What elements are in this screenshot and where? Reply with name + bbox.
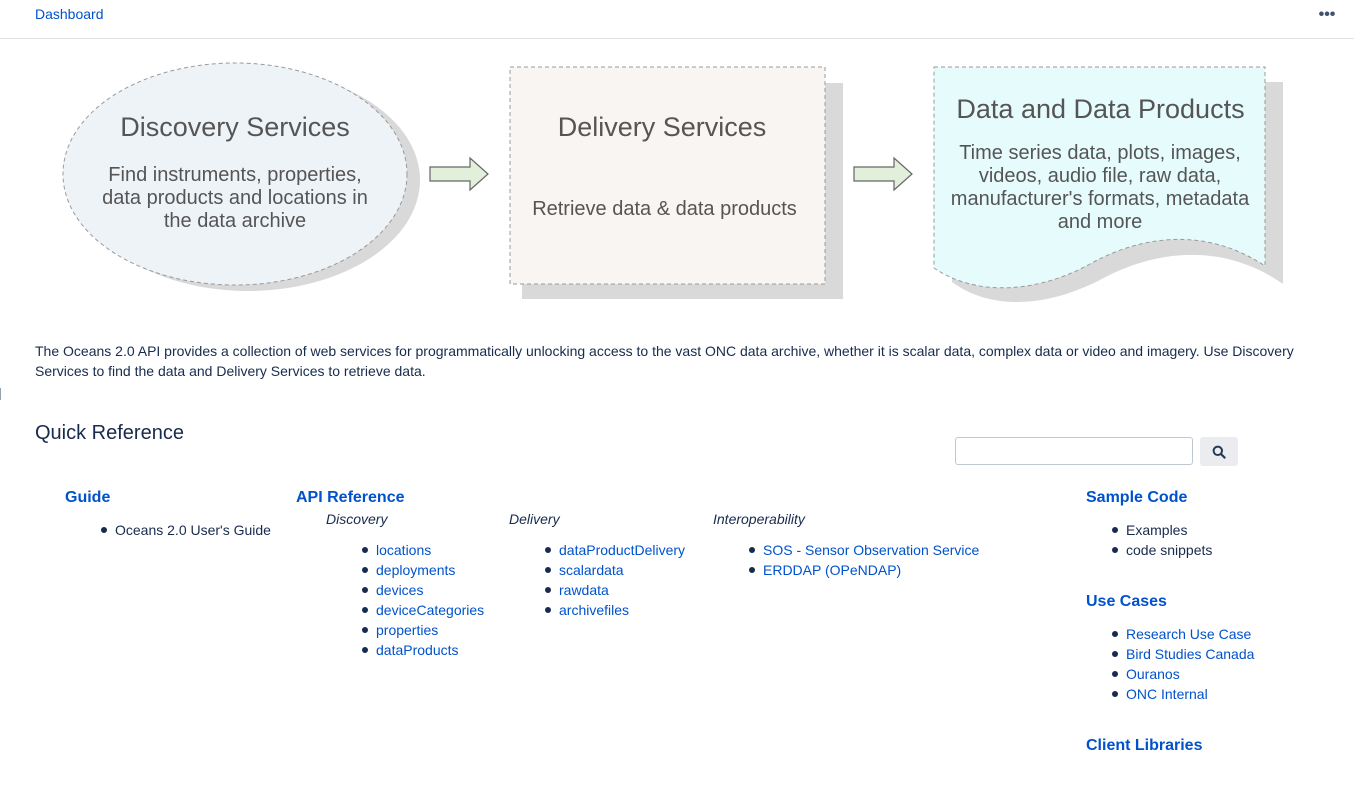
delivery-box [509,66,826,285]
link-ouranos[interactable]: Ouranos [1126,666,1180,682]
discovery-body: Find instruments, properties, data produ… [102,164,368,232]
link-rawdata[interactable]: rawdata [559,582,609,598]
delivery-subheading: Delivery [509,511,560,527]
link-data-product-delivery[interactable]: dataProductDelivery [559,542,686,558]
products-document [933,66,1266,289]
arrow-right-icon [429,156,489,192]
diagram-graphics [62,62,1283,303]
link-onc-internal[interactable]: ONC Internal [1126,686,1208,702]
more-actions-button[interactable]: ••• [1314,2,1340,28]
link-research-use-case[interactable]: Research Use Case [1126,626,1252,642]
guide-heading-link[interactable]: Guide [65,489,111,506]
link-sos[interactable]: SOS - Sensor Observation Service [763,542,980,558]
search-icon [1212,445,1226,459]
link-data-products[interactable]: dataProducts [376,642,459,658]
arrow-right-icon [853,156,913,192]
breadcrumb-dashboard[interactable]: Dashboard [35,6,104,22]
link-device-categories[interactable]: deviceCategories [376,602,485,618]
guide-list: Oceans 2.0 User's Guide [101,520,271,540]
products-title: Data and Data Products [956,94,1245,124]
delivery-title: Delivery Services [557,112,767,142]
delivery-list: dataProductDelivery scalardata rawdata a… [545,540,685,620]
search-button[interactable] [1200,437,1238,466]
link-erddap[interactable]: ERDDAP (OPeNDAP) [763,562,902,578]
link-archivefiles[interactable]: archivefiles [559,602,630,618]
products-body: Time series data, plots, images, videos,… [950,142,1250,233]
link-devices[interactable]: devices [376,582,424,598]
services-diagram: Discovery Services Find instruments, pro… [0,40,1354,330]
discovery-ellipse [62,62,408,286]
use-cases-heading-link[interactable]: Use Cases [1086,593,1167,610]
interoperability-list: SOS - Sensor Observation Service ERDDAP … [749,540,979,580]
search-input[interactable] [955,437,1193,465]
sample-code-list: Examples code snippets [1112,520,1212,560]
link-properties[interactable]: properties [376,622,439,638]
quick-reference-heading: Quick Reference [35,422,184,444]
discovery-list: locations deployments devices deviceCate… [362,540,484,660]
sample-code-item-snippets: code snippets [1112,540,1212,560]
link-locations[interactable]: locations [376,542,432,558]
delivery-body: Retrieve data & data products [532,198,797,220]
top-bar: Dashboard ••• [0,0,1354,39]
discovery-title: Discovery Services [120,112,350,142]
discovery-subheading: Discovery [326,511,388,527]
more-horizontal-icon: ••• [1318,6,1336,23]
interoperability-subheading: Interoperability [713,511,805,527]
api-reference-heading-link[interactable]: API Reference [296,489,405,506]
link-bird-studies-canada[interactable]: Bird Studies Canada [1126,646,1255,662]
left-edge-marker [0,388,1,400]
guide-item-users-guide: Oceans 2.0 User's Guide [101,520,271,540]
intro-paragraph: The Oceans 2.0 API provides a collection… [35,343,1294,379]
link-scalardata[interactable]: scalardata [559,562,624,578]
sample-code-heading-link[interactable]: Sample Code [1086,489,1188,506]
client-libraries-heading-link[interactable]: Client Libraries [1086,737,1203,754]
link-deployments[interactable]: deployments [376,562,456,578]
sample-code-item-examples: Examples [1112,520,1212,540]
use-cases-list: Research Use Case Bird Studies Canada Ou… [1112,624,1254,704]
